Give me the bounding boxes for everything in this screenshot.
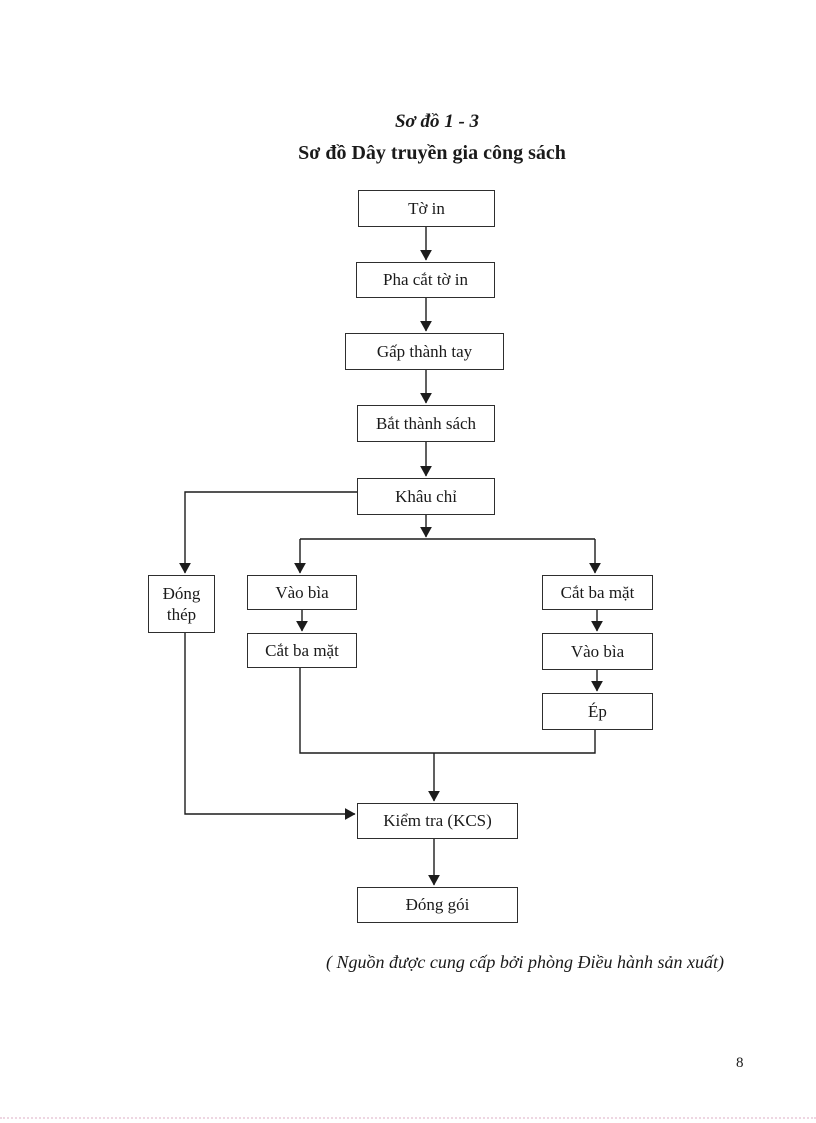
flow-node-khau-chi: Khâu chỉ [357, 478, 495, 515]
flow-node-pha-cat-to-in: Pha cắt tờ in [356, 262, 495, 298]
flow-node-gap-thanh-tay: Gấp thành tay [345, 333, 504, 370]
edge-dongthep-kiemtra [184, 633, 356, 820]
diagram-subtitle: Sơ đồ Dây truyền gia công sách [298, 142, 566, 164]
diagram-title: Sơ đồ 1 - 3 [394, 111, 480, 132]
flow-node-dong-goi: Đóng gói [357, 887, 518, 923]
page-number: 8 [736, 1055, 744, 1071]
flow-node-cat-ba-mat-left: Cắt ba mặt [247, 633, 357, 668]
flow-node-dong-thep: Đóng thép [148, 575, 215, 633]
merge-bar [299, 668, 596, 754]
flow-node-cat-ba-mat-right: Cắt ba mặt [542, 575, 653, 610]
flow-node-bat-thanh-sach: Bắt thành sách [357, 405, 495, 442]
flow-node-to-in: Tờ in [358, 190, 495, 227]
edge-khauchi-dongthep [179, 491, 357, 574]
flow-node-vao-bia-right: Vào bìa [542, 633, 653, 670]
source-note: ( Nguồn được cung cấp bởi phòng Điều hàn… [326, 952, 724, 972]
flow-node-ep: Ép [542, 693, 653, 730]
page-bottom-divider [0, 1117, 816, 1119]
flow-node-kiem-tra: Kiểm tra (KCS) [357, 803, 518, 839]
flow-node-vao-bia-left: Vào bìa [247, 575, 357, 610]
